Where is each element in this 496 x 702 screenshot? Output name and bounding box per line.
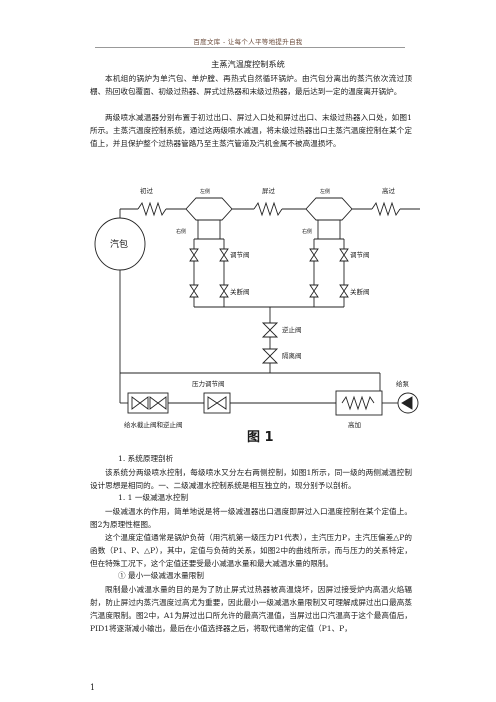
superheater-schematic: 初过 屏过 高过 左侧 右侧 左侧 右侧 汽包 调节阀 调节阀 关断阀 关断阀 … xyxy=(94,186,420,429)
label-reg-valve-1: 调节阀 xyxy=(230,250,250,259)
label-drum: 汽包 xyxy=(110,238,128,250)
subsection-1-heading: ① 最小一级减温水量限制 xyxy=(118,571,204,580)
gaoguo-coil xyxy=(371,201,401,217)
header-divider xyxy=(95,47,405,48)
hp-heater-box xyxy=(335,390,383,416)
section-1-paragraph: 该系统分两级喷水控制，每级喷水又分左右两侧控制，如图1所示，同一级的两侧减温控制… xyxy=(90,468,412,490)
label-chuguo: 初过 xyxy=(140,186,154,195)
label-check-valve: 逆止阀 xyxy=(282,325,302,334)
desuperheater-1 xyxy=(185,197,233,221)
intro-paragraph-2: 两级喷水减温器分别布置于初过出口、屏过入口处和屏过出口、末级过热器入口处，如图1… xyxy=(90,113,412,148)
label-right-side-1: 右侧 xyxy=(176,228,186,235)
reg-valve-1b xyxy=(219,248,229,256)
label-feed-cutoff: 给水截止阀和逆止阀 xyxy=(124,420,183,429)
page-number: 1 xyxy=(90,683,96,692)
reg-valve-1a xyxy=(189,248,199,256)
section-1-1-paragraph-2: 这个温度定值通常是锅炉负荷（用汽机第一级压力P1代表），主汽压力P，主汽压偏差△… xyxy=(90,533,412,568)
reg-valve-1b-b xyxy=(219,254,229,262)
label-left-side-1: 左侧 xyxy=(200,188,210,195)
section-1-heading: 1. 系统原理剖析 xyxy=(118,454,174,463)
pingguo-coil xyxy=(253,201,283,217)
figure-caption: 图 1 xyxy=(247,430,274,445)
label-hp-heater: 高加 xyxy=(348,420,361,429)
desuperheater-2 xyxy=(305,197,353,221)
intro-paragraph-1: 本机组的锅炉为单汽包、单炉膛、再热式自然循环锅炉。由汽包分离出的蒸汽依次流过顶棚… xyxy=(90,74,412,96)
label-reg-valve-2: 调节阀 xyxy=(350,250,370,259)
isolation-valve-shape xyxy=(261,348,279,357)
label-right-side-2: 右侧 xyxy=(302,228,312,235)
label-feed-pump: 给泵 xyxy=(396,379,410,388)
subsection-1-paragraph: 限制最小减温水量的目的是为了防止屏式过热器被高温烧坏，因屏过接受炉内高温火焰辐射… xyxy=(90,585,412,633)
label-isolation-valve: 隔离阀 xyxy=(282,351,302,360)
chuguo-coil xyxy=(137,201,167,217)
section-1-1-heading: 1. 1 一级减温水控制 xyxy=(118,493,189,502)
label-shutoff-1: 关断阀 xyxy=(230,287,250,296)
page-title: 主蒸汽温度控制系统 xyxy=(211,59,285,69)
label-left-side-2: 左侧 xyxy=(320,188,330,195)
label-gaoguo: 高过 xyxy=(382,186,396,195)
page-header: 百度文库 - 让每个人平等地提升自我 xyxy=(193,38,303,46)
label-pressure-reg-valve: 压力调节阀 xyxy=(192,379,225,388)
label-pingguo: 屏过 xyxy=(262,186,276,195)
section-1-1-paragraph: 一级减温水的作用，简单地说是将一级减温器出口温度即屏过入口温度控制在某个定值上。… xyxy=(90,507,412,529)
label-shutoff-2: 关断阀 xyxy=(350,287,370,296)
reg-valve-1a-b xyxy=(189,254,199,262)
check-valve-shape xyxy=(261,322,279,331)
